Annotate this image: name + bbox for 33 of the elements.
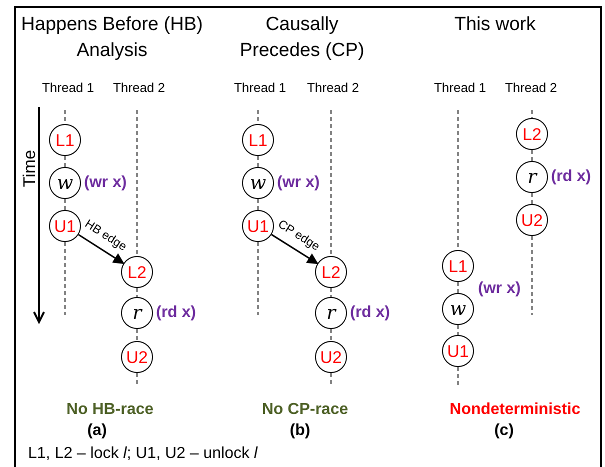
subfigure-label: (c) xyxy=(493,421,515,441)
subfigure-label: (b) xyxy=(288,421,312,441)
verdict-label: Nondeterministic xyxy=(448,400,582,420)
thread-label: Thread 2 xyxy=(306,80,360,96)
arrow xyxy=(78,234,124,264)
axis-label: Time xyxy=(21,150,38,188)
panel-title: Causally Precedes (CP) xyxy=(238,13,366,63)
edge-label: CP edge xyxy=(276,218,322,252)
operation-label: (rd x) xyxy=(551,167,591,187)
thread-line xyxy=(330,288,332,298)
subfigure-label: (a) xyxy=(86,421,108,441)
operation-label: (wr x) xyxy=(478,279,521,299)
operation-label: (rd x) xyxy=(350,303,390,323)
thread-line xyxy=(136,328,138,342)
thread-label: Thread 1 xyxy=(40,80,96,96)
thread-label: Thread 1 xyxy=(432,80,488,96)
thread-label: Thread 2 xyxy=(112,80,166,96)
arrow xyxy=(271,234,318,264)
edge-label: HB edge xyxy=(83,217,129,253)
thread-line xyxy=(330,328,332,342)
thread-line xyxy=(64,156,66,168)
verdict-label: No CP-race xyxy=(260,400,350,420)
thread-line xyxy=(64,198,66,210)
thread-line xyxy=(136,288,138,298)
thread-label: Thread 1 xyxy=(232,80,288,96)
verdict-label: No HB-race xyxy=(65,400,155,420)
panel-title: This work xyxy=(453,13,537,37)
operation-label: (wr x) xyxy=(277,173,320,193)
operation-label: (wr x) xyxy=(84,173,127,193)
operation-label: (rd x) xyxy=(156,303,196,323)
legend-note: L1, L2 – lock l; U1, U2 – unlock l xyxy=(28,444,258,464)
thread-label: Thread 2 xyxy=(504,80,558,96)
panel-title: Happens Before (HB) Analysis xyxy=(20,13,204,63)
